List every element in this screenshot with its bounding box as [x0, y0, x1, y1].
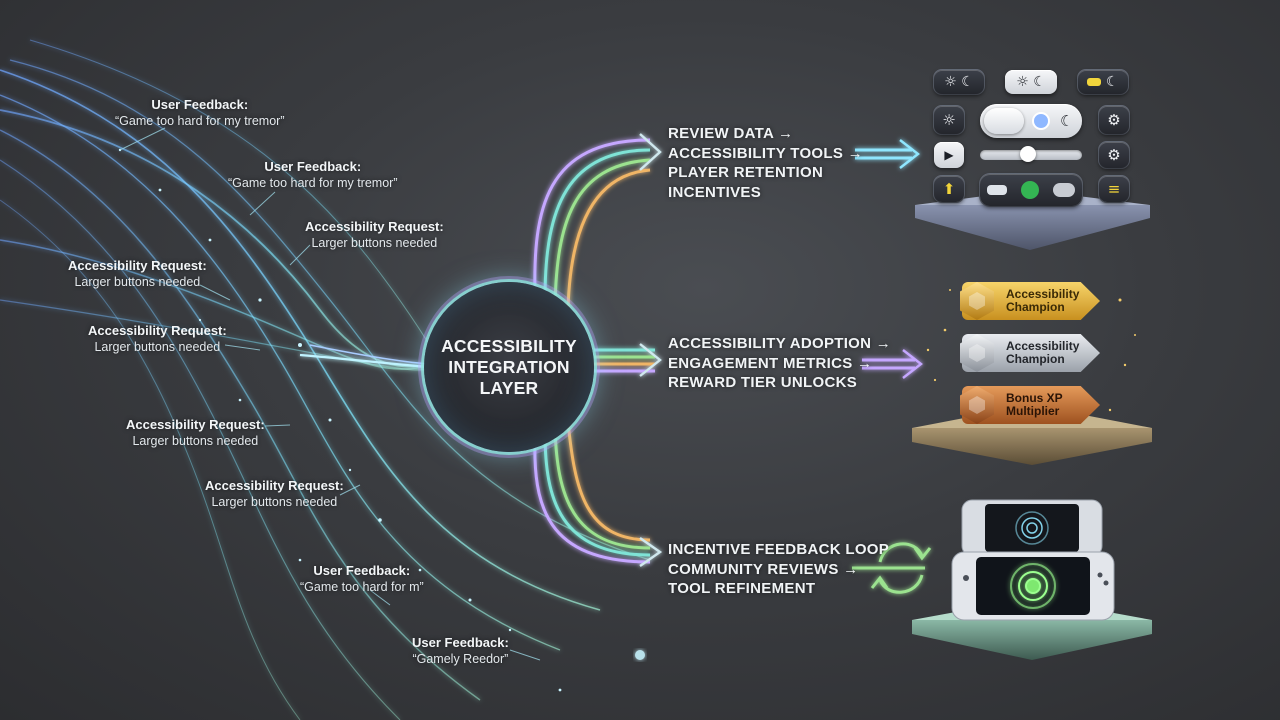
integration-hub: ACCESSIBILITY INTEGRATION LAYER — [424, 282, 594, 452]
theme-toggle[interactable]: ☼ ☾ — [934, 70, 984, 94]
moon-icon: ☾ — [961, 74, 974, 90]
flow-step: PLAYER RETENTION — [668, 164, 824, 181]
slider-thumb[interactable] — [1020, 146, 1036, 162]
moon-icon: ☾ — [1105, 74, 1119, 90]
brightness-button[interactable]: ☼ — [934, 106, 964, 134]
gear-icon: ⚙ — [1107, 111, 1121, 129]
theme-toggle-active[interactable]: ☼ ☾ — [1005, 70, 1057, 94]
flow-step: ACCESSIBILITY ADOPTION → — [668, 335, 892, 352]
silver-hex-icon — [960, 334, 994, 372]
badge-title: Accessibility — [1006, 339, 1080, 353]
hub-label-line2: INTEGRATION — [448, 356, 570, 377]
connector-bottom — [533, 421, 663, 567]
request-title: Accessibility Request: — [68, 258, 207, 273]
badge-gold: Accessibility Champion — [962, 282, 1100, 320]
badge-subtitle: Champion — [1006, 300, 1065, 314]
request-label: Accessibility Request: Larger buttons ne… — [305, 218, 444, 252]
play-icon: ▶ — [944, 148, 954, 162]
contrast-toggle[interactable]: ☾ — [1078, 70, 1128, 94]
badge-title: Accessibility — [1006, 287, 1080, 301]
flow-step: COMMUNITY REVIEWS → — [668, 560, 859, 578]
request-title: Accessibility Request: — [88, 323, 227, 338]
feedback-text: “Game too hard for m” — [300, 580, 424, 594]
rect-button-icon[interactable] — [987, 185, 1007, 195]
switch-dot-icon — [1032, 112, 1050, 130]
request-text: Larger buttons needed — [211, 495, 338, 509]
console-back — [961, 499, 1103, 557]
video-button[interactable]: ▶ — [934, 142, 964, 168]
bronze-hex-icon — [960, 386, 994, 424]
control-bar — [980, 174, 1082, 206]
upload-icon: ⬆ — [942, 180, 956, 198]
sun-icon: ☼ — [1016, 74, 1029, 90]
connector-top — [533, 133, 662, 311]
badge-subtitle: Champion — [1006, 352, 1065, 366]
flow-text-top: REVIEW DATA → ACCESSIBILITY TOOLS → PLAY… — [668, 124, 863, 202]
flow-step: ACCESSIBILITY TOOLS → — [668, 144, 863, 162]
feedback-label: User Feedback: “Game too hard for my tre… — [115, 96, 285, 130]
feedback-title: User Feedback: — [412, 635, 509, 650]
feedback-title: User Feedback: — [313, 563, 411, 578]
moon-icon: ☾ — [1060, 112, 1074, 130]
feedback-text: “Gamely Reedor” — [412, 652, 509, 666]
request-title: Accessibility Request: — [126, 417, 265, 432]
connector-middle — [594, 343, 662, 377]
gear-icon: ⚙ — [1107, 146, 1121, 164]
volume-slider[interactable] — [980, 146, 1082, 162]
loop-arrows — [852, 542, 932, 594]
feedback-label: User Feedback: “Game too hard for my tre… — [228, 158, 398, 192]
request-title: Accessibility Request: — [205, 478, 344, 493]
menu-icon: ≡ — [1107, 180, 1121, 198]
flow-text-bottom: INCENTIVE FEEDBACK LOOP COMMUNITY REVIEW… — [668, 540, 889, 599]
arrow-to-settings — [855, 139, 920, 169]
request-text: Larger buttons needed — [74, 275, 201, 289]
request-label: Accessibility Request: Larger buttons ne… — [68, 257, 207, 291]
feedback-text: “Game too hard for my tremor” — [228, 176, 398, 190]
feedback-title: User Feedback: — [264, 159, 362, 174]
request-label: Accessibility Request: Larger buttons ne… — [126, 416, 265, 450]
settings-gear-button[interactable]: ⚙ — [1099, 106, 1129, 134]
moon-icon: ☾ — [1033, 74, 1046, 90]
sun-icon: ☼ — [944, 74, 957, 90]
flow-step: REWARD TIER UNLOCKS — [668, 374, 858, 391]
subtitles-button[interactable]: ≡ — [1099, 176, 1129, 202]
hub-label-line1: ACCESSIBILITY — [441, 335, 577, 356]
request-label: Accessibility Request: Larger buttons ne… — [88, 322, 227, 356]
request-text: Larger buttons needed — [311, 236, 438, 250]
request-text: Larger buttons needed — [94, 340, 221, 354]
feedback-label: User Feedback: “Gamely Reedor” — [412, 634, 509, 668]
badge-title: Bonus XP — [1006, 391, 1063, 405]
flow-text-middle: ACCESSIBILITY ADOPTION → ENGAGEMENT METR… — [668, 334, 891, 393]
arrow-to-rewards — [862, 349, 923, 379]
flow-step: INCENTIVE FEEDBACK LOOP — [668, 541, 890, 558]
flow-step: TOOL REFINEMENT — [668, 580, 816, 597]
request-label: Accessibility Request: Larger buttons ne… — [205, 477, 344, 511]
switch-knob — [984, 108, 1024, 134]
feedback-title: User Feedback: — [151, 97, 249, 112]
gold-hex-icon — [960, 282, 994, 320]
console-front — [951, 551, 1115, 621]
leader-lines — [119, 127, 541, 661]
flow-step: ENGAGEMENT METRICS → — [668, 354, 873, 372]
feedback-label: User Feedback: “Game too hard for m” — [300, 562, 424, 596]
stream-particles — [118, 148, 645, 692]
data-stream — [0, 39, 651, 720]
request-text: Larger buttons needed — [132, 434, 259, 448]
flow-step: REVIEW DATA → — [668, 125, 794, 142]
mode-switch[interactable]: ☾ — [980, 104, 1082, 138]
feedback-text: “Game too hard for my tremor” — [115, 114, 285, 128]
upload-button[interactable]: ⬆ — [934, 176, 964, 202]
highlight-pill-icon — [1087, 78, 1102, 86]
hub-label-line3: LAYER — [479, 377, 539, 398]
reward-sparkles — [926, 289, 1136, 412]
advanced-gear-button[interactable]: ⚙ — [1099, 142, 1129, 168]
hub-inflow — [299, 344, 431, 369]
toggle-button-icon[interactable] — [1053, 183, 1075, 197]
sun-icon: ☼ — [942, 111, 956, 129]
badge-subtitle: Multiplier — [1006, 404, 1060, 418]
mic-button-icon[interactable] — [1021, 181, 1039, 199]
flow-step: INCENTIVES — [668, 183, 762, 201]
request-title: Accessibility Request: — [305, 219, 444, 234]
